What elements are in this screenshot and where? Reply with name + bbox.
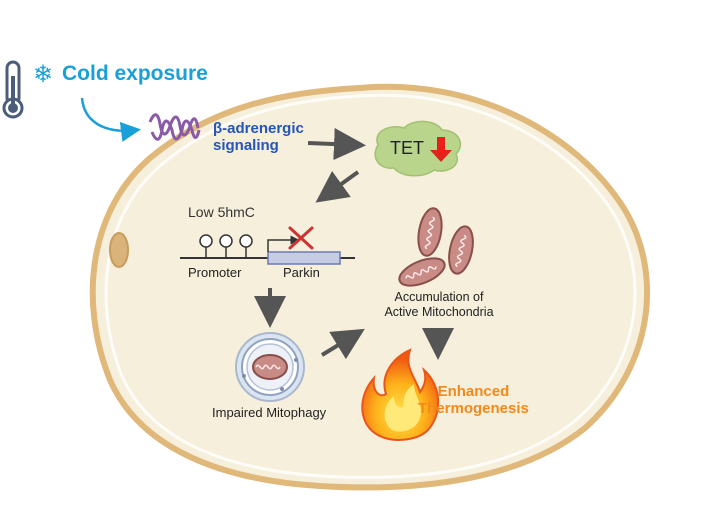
parkin-label: Parkin <box>283 265 320 280</box>
accumulation-label: Accumulation of Active Mitochondria <box>380 290 498 320</box>
low-5hmc-label: Low 5hmC <box>188 204 255 220</box>
arrow-beta-to-tet <box>307 128 366 161</box>
beta-adrenergic-label: β-adrenergic signaling <box>213 120 304 154</box>
tet-label: TET <box>390 138 424 158</box>
snowflake-icon: ❄ <box>33 61 54 88</box>
mitochondrion-icon <box>398 257 446 287</box>
cell-inner-rim <box>104 93 637 479</box>
decrease-arrow-icon <box>430 137 452 162</box>
thermometer-icon <box>2 60 24 119</box>
flame-icon <box>361 348 440 441</box>
beta-adrenergic-line1: β-adrenergic <box>213 120 304 137</box>
impaired-mitophagy-label: Impaired Mitophagy <box>212 405 327 420</box>
arrow-tet-to-gene <box>315 170 360 203</box>
cold-exposure-label: Cold exposure <box>62 62 208 85</box>
enhanced-line1: Enhanced <box>437 383 510 400</box>
cross-icon <box>288 226 314 250</box>
parkin-gene-box <box>267 251 341 265</box>
autophagosome-icon <box>235 332 305 402</box>
enhanced-line2: Thermogenesis <box>418 400 529 417</box>
adipocyte-cell <box>89 83 651 491</box>
gene-diagram <box>180 226 355 265</box>
cold-signal-arrow <box>80 97 141 142</box>
receptor-icon <box>148 113 201 141</box>
enhanced-thermogenesis-label: Enhanced Thermogenesis <box>418 383 529 417</box>
arrow-mitophagy-to-accumulation <box>320 328 365 360</box>
tet-blob <box>374 120 462 177</box>
mitochondrion-icon <box>417 207 443 257</box>
mitochondrion-icon <box>448 225 474 275</box>
accumulation-line1: Accumulation of <box>394 290 484 304</box>
accumulation-line2: Active Mitochondria <box>384 305 494 319</box>
mitochondria-cluster <box>398 207 474 287</box>
beta-adrenergic-line2: signaling <box>213 137 279 154</box>
promoter-label: Promoter <box>188 265 242 280</box>
nucleus <box>109 232 129 268</box>
